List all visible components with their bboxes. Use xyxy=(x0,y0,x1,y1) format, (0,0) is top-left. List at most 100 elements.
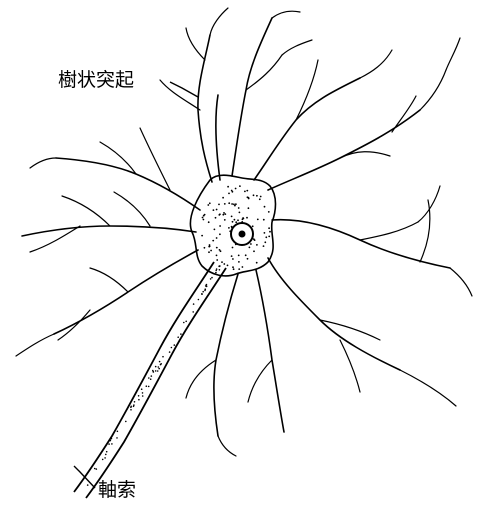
stipple-dot xyxy=(216,237,218,239)
stipple-dot xyxy=(198,299,200,301)
stipple-dot xyxy=(201,235,203,237)
stipple-dot xyxy=(264,232,266,234)
stipple-dot xyxy=(232,266,234,268)
stipple-dot xyxy=(227,186,229,188)
dendrite-branch xyxy=(256,270,284,432)
stipple-dot xyxy=(219,213,221,215)
stipple-dot xyxy=(215,217,217,219)
stipple-dot xyxy=(250,243,252,245)
dendrite-label: 樹状突起 xyxy=(58,69,134,91)
stipple-dot xyxy=(160,363,162,365)
stipple-dot xyxy=(268,211,270,213)
dendrite-twig xyxy=(140,128,170,190)
stipple-dot xyxy=(158,368,160,370)
axon-edge-right xyxy=(86,268,226,498)
axon-label: 軸索 xyxy=(98,479,136,501)
stipple-dot xyxy=(203,219,205,221)
stipple-dot xyxy=(219,225,221,227)
stipple-dot xyxy=(171,347,173,349)
dendrite-twig xyxy=(218,436,236,456)
stipple-dot xyxy=(155,370,157,372)
stipple-dot xyxy=(183,322,185,324)
dendrite-twig xyxy=(272,11,300,18)
stipple-dot xyxy=(239,212,241,214)
dendrite-twig xyxy=(360,222,418,240)
dendrite-twig xyxy=(62,196,110,226)
stipple-dot xyxy=(248,207,250,209)
stipple-dot xyxy=(223,212,225,214)
dendrite-twig xyxy=(296,60,318,120)
stipple-dot xyxy=(253,250,255,252)
stipple-dot xyxy=(150,378,152,380)
dendrite-branch xyxy=(268,258,400,370)
stipple-dot xyxy=(253,194,255,196)
stipple-dot xyxy=(142,395,144,397)
stipple-dot xyxy=(102,459,104,461)
dendrite-twig xyxy=(16,334,54,356)
stipple-dot xyxy=(218,204,220,206)
dendrite-branch xyxy=(254,78,360,180)
axon xyxy=(74,262,226,498)
stipple-dot xyxy=(116,437,118,439)
stipple-dot xyxy=(105,454,107,456)
stipple-dot xyxy=(208,251,210,253)
stipple-dot xyxy=(193,303,195,305)
stipple-dot xyxy=(219,269,221,271)
stipple-dot xyxy=(158,366,160,368)
stipple-dot xyxy=(209,202,211,204)
stipple-dot xyxy=(157,370,159,372)
stipple-dot xyxy=(253,238,255,240)
stipple-dot xyxy=(222,197,224,199)
stipple-dot xyxy=(231,255,233,257)
stipple-dot xyxy=(264,241,266,243)
dendrite-twig xyxy=(420,200,430,262)
stipple-dot xyxy=(177,336,179,338)
stipple-dot xyxy=(234,219,236,221)
dendrite-branch xyxy=(22,226,196,236)
stipple-dot xyxy=(228,202,230,204)
stipple-dot xyxy=(213,209,215,211)
dendrite-branch xyxy=(214,274,238,436)
stipple-dot xyxy=(159,361,161,363)
stipple-dot xyxy=(260,196,262,198)
dendrite-twig xyxy=(248,360,272,402)
stipple-dot xyxy=(125,421,127,423)
stipple-dot xyxy=(219,233,221,235)
stipple-dot xyxy=(138,395,140,397)
stipple-dot xyxy=(224,219,226,221)
stipple-dot xyxy=(141,388,143,390)
stipple-dot xyxy=(87,484,89,486)
stipple-dot xyxy=(104,457,106,459)
stipple-dot xyxy=(155,366,157,368)
stipple-dot xyxy=(232,258,234,260)
dendrite-twig xyxy=(246,55,282,90)
dendrite-branch xyxy=(232,18,272,176)
stipple-dot xyxy=(138,399,140,401)
stipple-dot xyxy=(222,214,224,216)
dendrite-twig xyxy=(186,360,216,398)
stipple-dot xyxy=(231,190,233,192)
dendrite-branch xyxy=(272,220,450,268)
stipple-dot xyxy=(248,198,250,200)
nucleolus xyxy=(239,231,246,238)
stipple-dot xyxy=(216,259,218,261)
stipple-dot xyxy=(207,204,209,206)
stipple-dot xyxy=(152,370,154,372)
stipple-dot xyxy=(216,209,218,211)
stipple-dot xyxy=(223,263,225,265)
stipple-dot xyxy=(259,198,261,200)
stipple-dot xyxy=(111,438,113,440)
stipple-dot xyxy=(238,268,240,270)
stipple-dot xyxy=(233,268,235,270)
dendrite-twig xyxy=(360,50,392,78)
stipple-dot xyxy=(133,406,135,408)
stipple-dot xyxy=(108,443,110,445)
stipple-dot xyxy=(265,236,267,238)
stipple-dot xyxy=(232,221,234,223)
stipple-dot xyxy=(244,191,246,193)
stipple-dot xyxy=(206,286,208,288)
stipple-dot xyxy=(208,221,210,223)
stipple-dot xyxy=(228,193,230,195)
stipple-dot xyxy=(211,277,213,279)
stipple-dot xyxy=(180,333,182,335)
